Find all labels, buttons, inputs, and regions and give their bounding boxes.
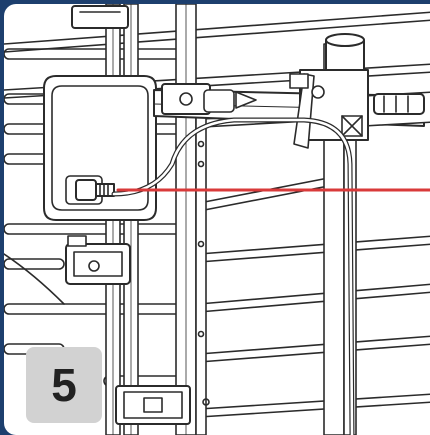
step-badge: 5 [26,347,102,423]
step-number: 5 [51,359,77,411]
antenna-mount-illustration [4,4,430,435]
left-lower-clamp [65,235,131,285]
coax-connector-icon [75,179,115,201]
balun-housing [43,75,157,221]
boom-clamp [161,83,257,115]
lower-element-rods [193,173,430,418]
coax-cable [112,118,354,435]
right-terminal [373,93,425,115]
mast-bracket [289,69,369,149]
bottom-clamp [115,385,210,425]
curved-element [4,253,65,305]
left-top-clamp [71,5,129,29]
illustration-panel: 5 [4,4,430,435]
